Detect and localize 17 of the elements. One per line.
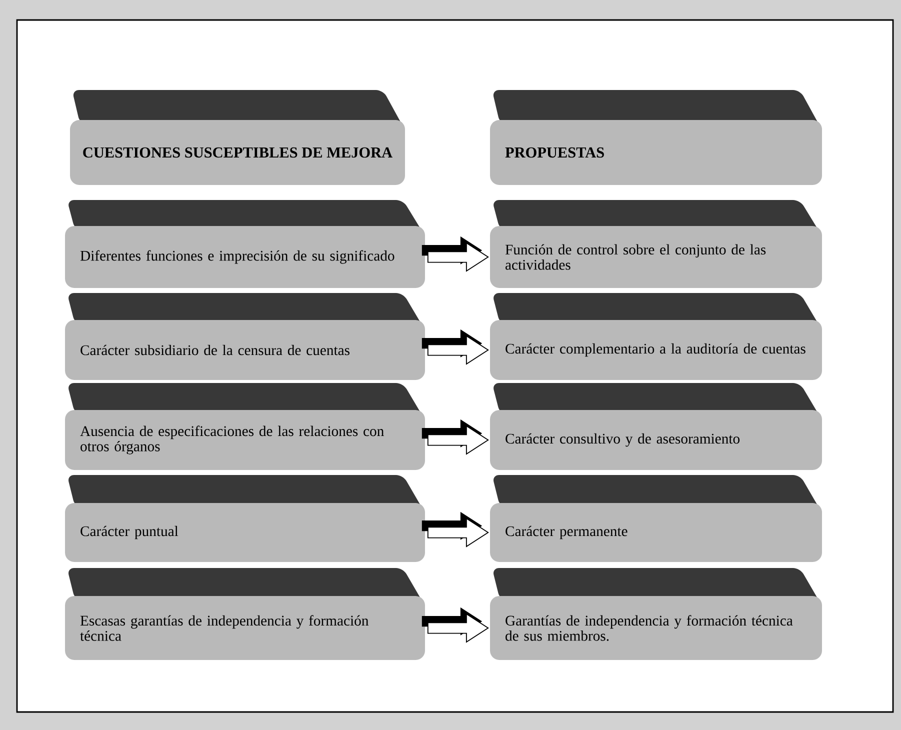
header-block: CUESTIONES SUSCEPTIBLES DE MEJORA [70, 90, 405, 185]
block-arrow [422, 419, 489, 455]
block-box: Ausencia de especificaciones de las relaciones con otros órganos [65, 383, 425, 470]
block-box: Carácter subsidiario de la censura de cuentas [65, 293, 425, 380]
block-box: Escasas garantías de independencia y formación técnica [65, 568, 425, 660]
block-box: Carácter complementario a la auditoría de cuentas [490, 293, 822, 380]
block-arrow [422, 329, 489, 365]
block-box: Garantías de independencia y formación técnica de sus miembros. [490, 568, 822, 660]
block-box: Función de control sobre el conjunto de las actividades [490, 200, 822, 288]
block-arrow [422, 607, 489, 643]
block-box: Carácter puntual [65, 475, 425, 562]
block-box: Carácter consultivo y de asesoramiento [490, 383, 822, 470]
block-arrow [422, 512, 489, 548]
block-arrow [422, 236, 489, 272]
block-box: Carácter permanente [490, 475, 822, 562]
block-box: Diferentes funciones e imprecisión de su significado [65, 200, 425, 288]
header-block: PROPUESTAS [490, 90, 822, 185]
